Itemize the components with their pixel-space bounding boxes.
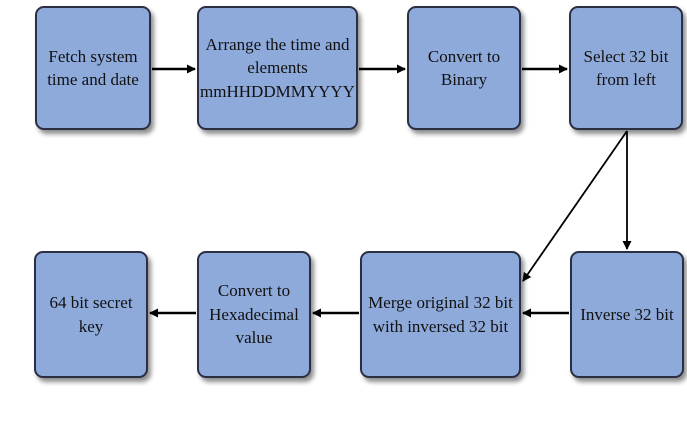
node-text-line: Inverse 32 bit (580, 304, 674, 324)
node-select-32-bit: Select 32 bit from left (569, 6, 683, 130)
node-text-line: Convert to (427, 46, 501, 66)
node-text-line: Merge original 32 bit (368, 293, 513, 313)
node-text-line: value (235, 328, 273, 348)
node-merge-bits: Merge original 32 bit with inversed 32 b… (360, 251, 521, 378)
node-convert-to-binary: Convert to Binary (407, 6, 521, 130)
node-text-line: key (78, 316, 104, 336)
node-convert-to-hexadecimal: Convert to Hexadecimal value (197, 251, 311, 378)
node-text-line: Convert to (217, 281, 291, 301)
node-text-line: time and date (47, 70, 139, 89)
node-text-line: Binary (440, 70, 488, 89)
node-arrange-time-elements: Arrange the time and elements mmHHDDMMYY… (197, 6, 358, 130)
node-text-line: elements (247, 58, 308, 78)
node-text-line: Hexadecimal (209, 304, 299, 324)
node-text-line: from left (596, 70, 656, 89)
node-64-bit-secret-key: 64 bit secret key (34, 251, 148, 378)
node-text-line: 64 bit secret (49, 293, 133, 313)
node-text-line: with inversed 32 bit (372, 316, 509, 336)
arrow-select-to-merge (522, 130, 628, 282)
node-text-line: mmHHDDMMYYYY (200, 81, 355, 101)
node-text-line: Fetch system (48, 46, 138, 66)
node-inverse-32-bit: Inverse 32 bit (570, 251, 684, 378)
node-text-line: Arrange the time and (205, 34, 350, 54)
node-text-line: Select 32 bit (583, 46, 669, 66)
node-fetch-system-time: Fetch system time and date (35, 6, 151, 130)
